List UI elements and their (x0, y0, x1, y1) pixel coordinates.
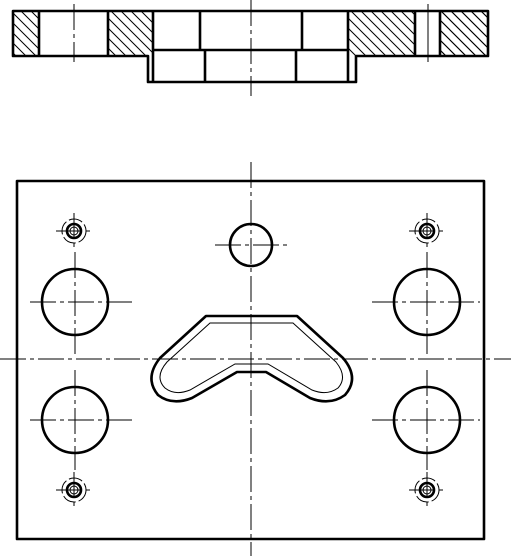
chevron-slot (150, 314, 354, 403)
slot-inner-contour (159, 322, 343, 394)
pin-hole (56, 472, 92, 508)
section-outline (11, 9, 490, 84)
pin-hole (409, 472, 445, 508)
slot-outer-contour (150, 314, 354, 403)
mounting-hole (30, 370, 132, 470)
hatch-right-outer (440, 11, 488, 56)
mounting-hole (372, 252, 480, 354)
plan-view (0, 162, 511, 556)
mounting-hole (372, 370, 480, 470)
center-hole (215, 222, 287, 268)
pin-hole (56, 213, 92, 249)
hatch-left-flange (13, 11, 39, 56)
mounting-hole (30, 252, 132, 354)
section-view (11, 0, 490, 96)
hatch-left-boss (108, 11, 153, 56)
pin-hole (409, 213, 445, 249)
